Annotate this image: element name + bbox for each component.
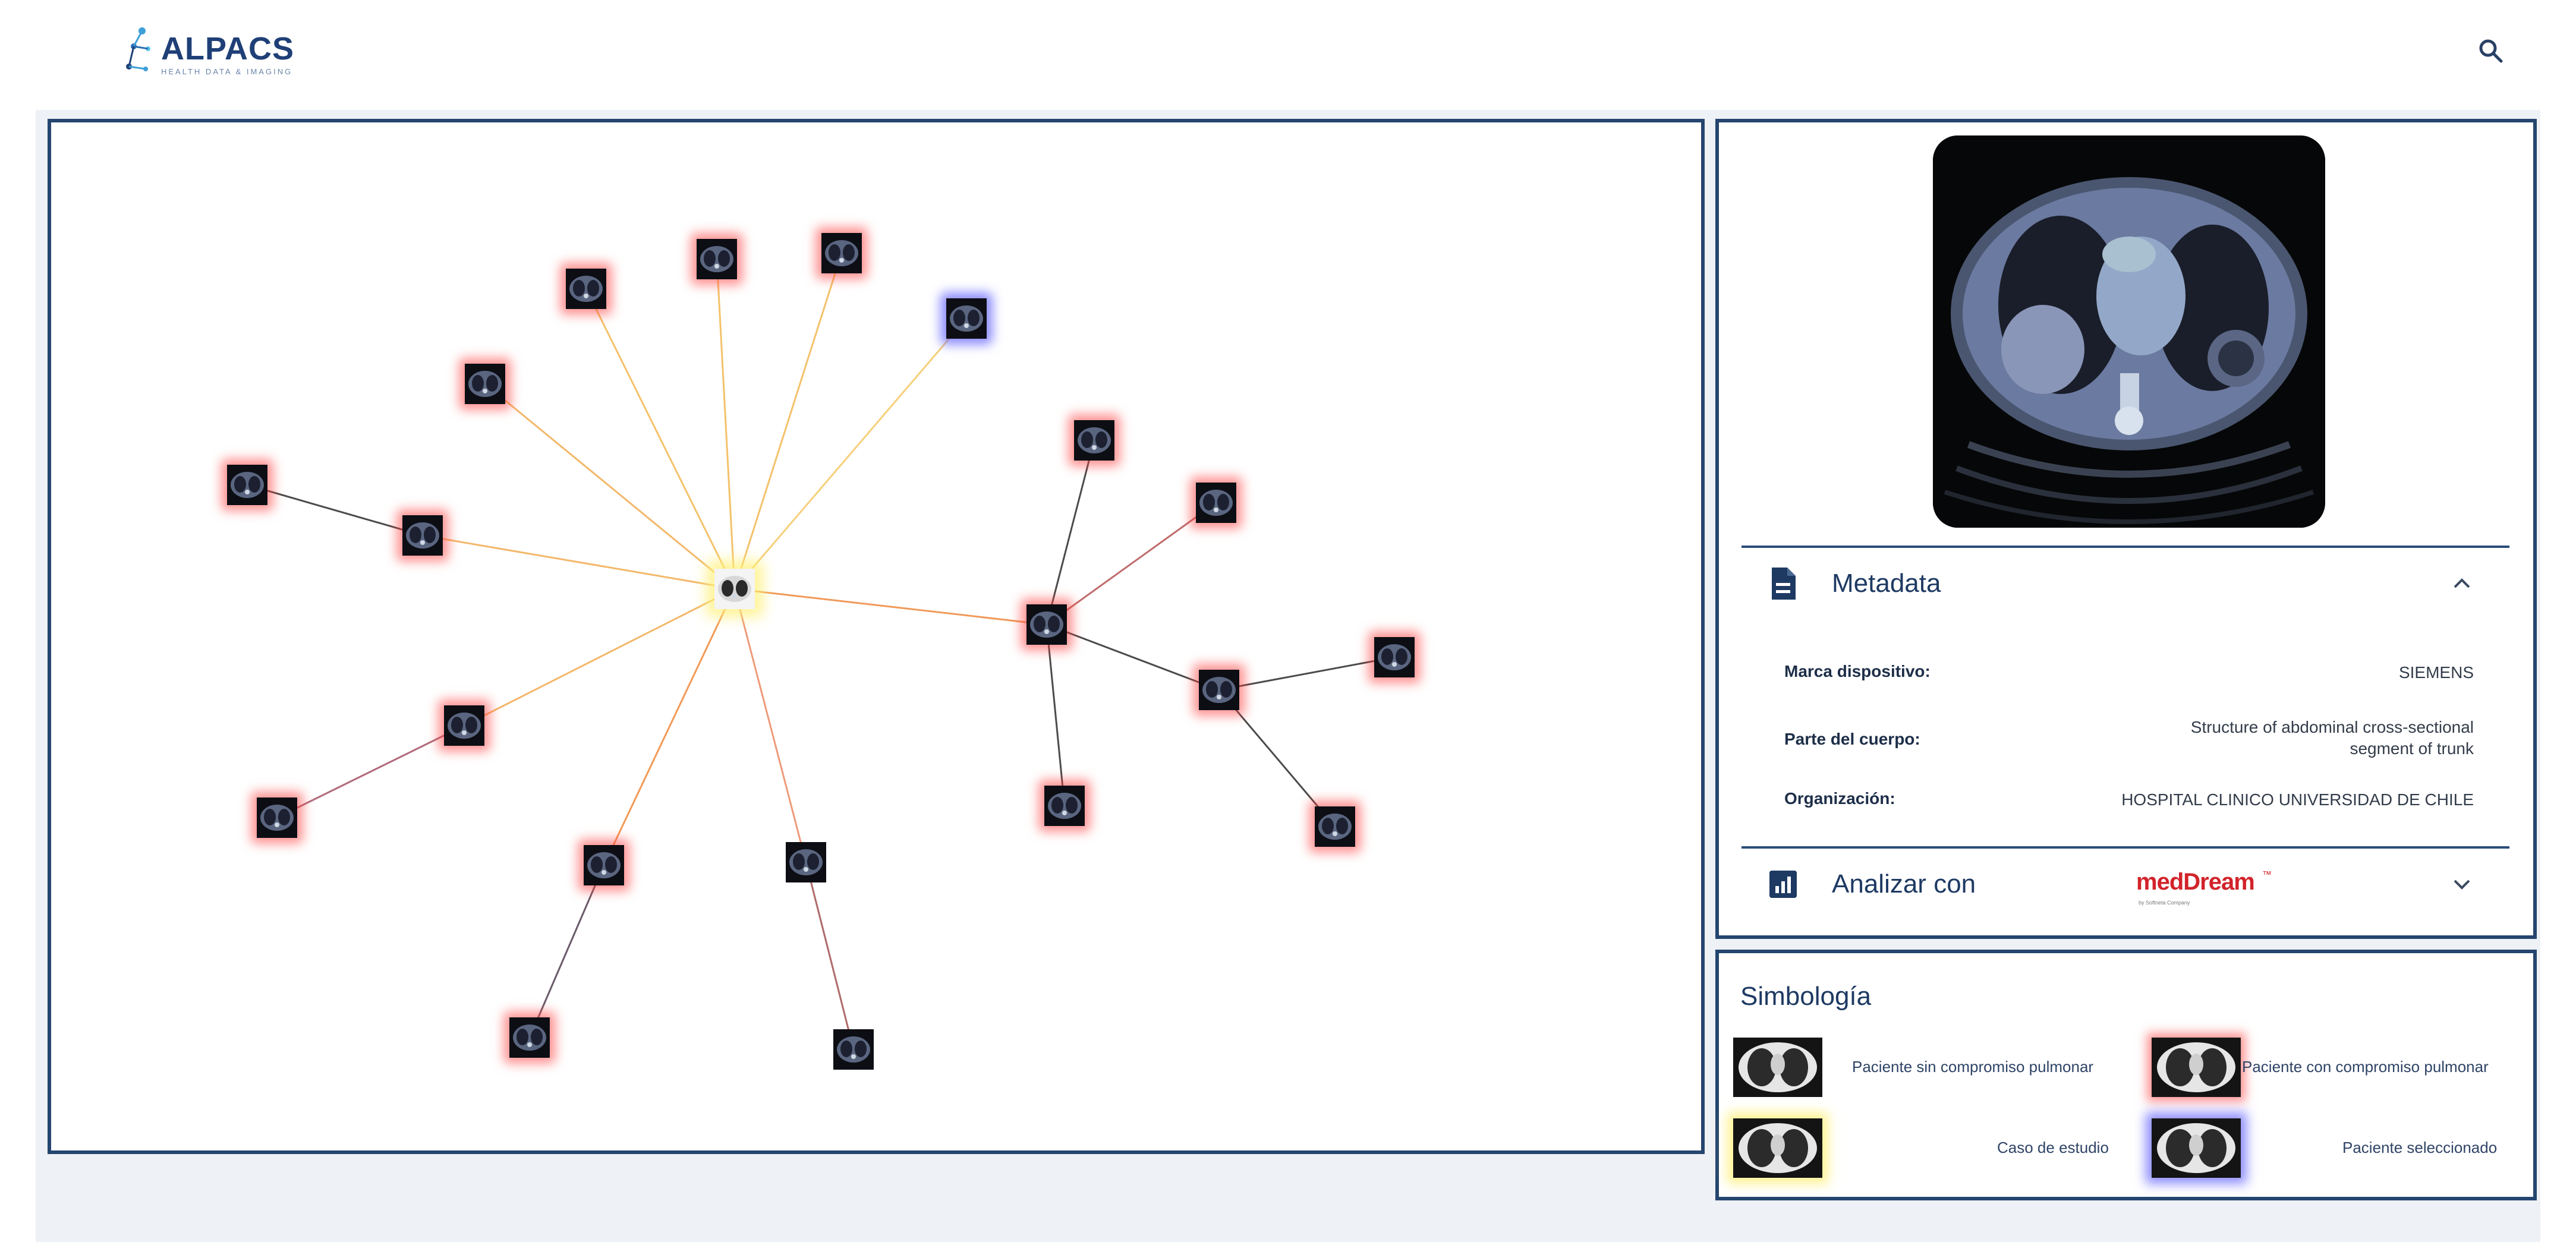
ct-scan-preview[interactable] <box>1933 135 2325 528</box>
graph-edge <box>1218 656 1395 691</box>
graph-edge <box>422 534 735 590</box>
patient-node[interactable] <box>465 364 505 404</box>
legend-thumb-study-case <box>1733 1118 1822 1178</box>
metadata-row-device: Marca dispositivo: SIEMENS <box>1784 662 2474 686</box>
graph-edge <box>247 484 423 537</box>
legend-title: Simbología <box>1740 982 1872 1011</box>
metadata-label: Marca dispositivo: <box>1784 662 1931 680</box>
graph-edge <box>464 588 735 727</box>
patient-node[interactable] <box>444 705 484 746</box>
metadata-value: Structure of abdominal cross-sectional s… <box>2191 717 2474 759</box>
patient-node[interactable] <box>1199 670 1239 710</box>
selected-patient-node[interactable] <box>946 298 987 339</box>
bar-chart-icon <box>1765 866 1801 902</box>
meddream-subtitle: by Softneta Company <box>2139 900 2190 906</box>
search-icon <box>2479 39 2503 63</box>
graph-edge <box>733 318 968 590</box>
graph-edge <box>528 865 605 1038</box>
patient-node[interactable] <box>821 233 862 273</box>
graph-edge <box>603 588 736 866</box>
analyze-title: Analizar con <box>1832 869 1976 899</box>
patient-node[interactable] <box>1074 420 1114 461</box>
analyze-section-header[interactable]: Analizar con medDream ™ by Softneta Comp… <box>1742 849 2509 920</box>
graph-edge <box>276 724 465 819</box>
legend-label: Paciente con compromiso pulmonar <box>2242 1058 2489 1076</box>
metadata-label: Parte del cuerpo: <box>1784 730 1920 748</box>
graph-edge <box>1046 623 1220 691</box>
legend-label: Paciente sin compromiso pulmonar <box>1852 1058 2094 1076</box>
patient-node[interactable] <box>833 1029 874 1070</box>
metadata-value-line: Structure of abdominal cross-sectional <box>2190 718 2474 736</box>
metadata-section-header[interactable]: Metadata <box>1742 548 2509 619</box>
patient-node[interactable] <box>509 1017 550 1058</box>
logo-name: ALPACS <box>161 31 295 67</box>
graph-edge <box>805 862 855 1050</box>
legend-thumb-no-lung-involvement <box>1733 1038 1822 1097</box>
patient-node[interactable] <box>566 269 606 309</box>
top-bar: ALPACS HEALTH DATA & IMAGING <box>0 0 2576 107</box>
alpacs-logo[interactable]: ALPACS HEALTH DATA & IMAGING <box>122 25 294 76</box>
patient-node[interactable] <box>1044 786 1085 826</box>
logo-tagline: HEALTH DATA & IMAGING <box>161 67 293 76</box>
chevron-up-icon[interactable] <box>2450 572 2474 595</box>
graph-edge <box>1046 502 1217 626</box>
meddream-logo[interactable]: medDream ™ by Softneta Company <box>1742 869 2276 910</box>
patient-node[interactable] <box>1315 806 1355 847</box>
graph-edge <box>585 288 736 590</box>
patient-details-panel: Metadata Marca dispositivo: SIEMENS Part… <box>1715 119 2537 939</box>
divider <box>1742 546 2509 548</box>
patient-node[interactable] <box>1374 637 1415 677</box>
patient-node[interactable] <box>786 842 826 882</box>
graph-edge <box>733 588 807 863</box>
legend-panel: Simbología Paciente sin compromiso pulmo… <box>1715 950 2537 1200</box>
patient-node[interactable] <box>1026 604 1067 645</box>
ct-scan-image <box>1933 135 2325 528</box>
legend-label: Paciente seleccionado <box>2342 1139 2498 1156</box>
legend-thumb-selected-patient <box>2152 1118 2241 1178</box>
meddream-tm: ™ <box>2262 870 2272 880</box>
graph-edge <box>734 588 1047 626</box>
document-icon <box>1765 566 1801 601</box>
graph-edge <box>716 259 736 590</box>
metadata-label: Organización: <box>1784 789 1895 808</box>
logo-mark-icon <box>126 27 150 71</box>
metadata-value: HOSPITAL CLINICO UNIVERSIDAD DE CHILE <box>2121 790 2474 809</box>
graph-edge <box>1045 624 1066 806</box>
legend-label: Caso de estudio <box>1997 1139 2109 1156</box>
legend-ct-icon <box>1733 1118 1822 1178</box>
chevron-down-icon[interactable] <box>2450 872 2474 896</box>
metadata-value-line: segment of trunk <box>2350 739 2474 758</box>
legend-ct-icon <box>1733 1038 1822 1097</box>
legend-ct-icon <box>2152 1038 2241 1097</box>
patient-node[interactable] <box>402 515 443 556</box>
patient-node[interactable] <box>697 239 737 279</box>
legend-thumb-lung-involvement <box>2152 1038 2241 1097</box>
patient-node[interactable] <box>257 797 297 838</box>
similarity-graph-panel[interactable] <box>48 119 1705 1154</box>
graph-edge <box>1218 689 1336 827</box>
patient-node[interactable] <box>227 465 267 505</box>
metadata-title: Metadata <box>1832 569 1941 598</box>
graph-edge <box>484 383 735 590</box>
search-button[interactable] <box>2470 30 2511 71</box>
divider <box>1742 846 2509 849</box>
graph-edge <box>733 253 843 590</box>
legend-ct-icon <box>2152 1118 2241 1178</box>
graph-edges <box>247 253 1395 1050</box>
metadata-value: SIEMENS <box>2398 663 2474 682</box>
metadata-row-organization: Organización: HOSPITAL CLINICO UNIVERSID… <box>1784 789 2474 813</box>
patient-node[interactable] <box>584 845 624 885</box>
patient-node[interactable] <box>1196 483 1236 523</box>
graph-edge <box>1045 440 1095 625</box>
meddream-brand: medDream <box>2136 869 2255 895</box>
metadata-row-body-part: Parte del cuerpo: Structure of abdominal… <box>1784 717 2474 764</box>
study-case-node[interactable] <box>714 569 755 609</box>
